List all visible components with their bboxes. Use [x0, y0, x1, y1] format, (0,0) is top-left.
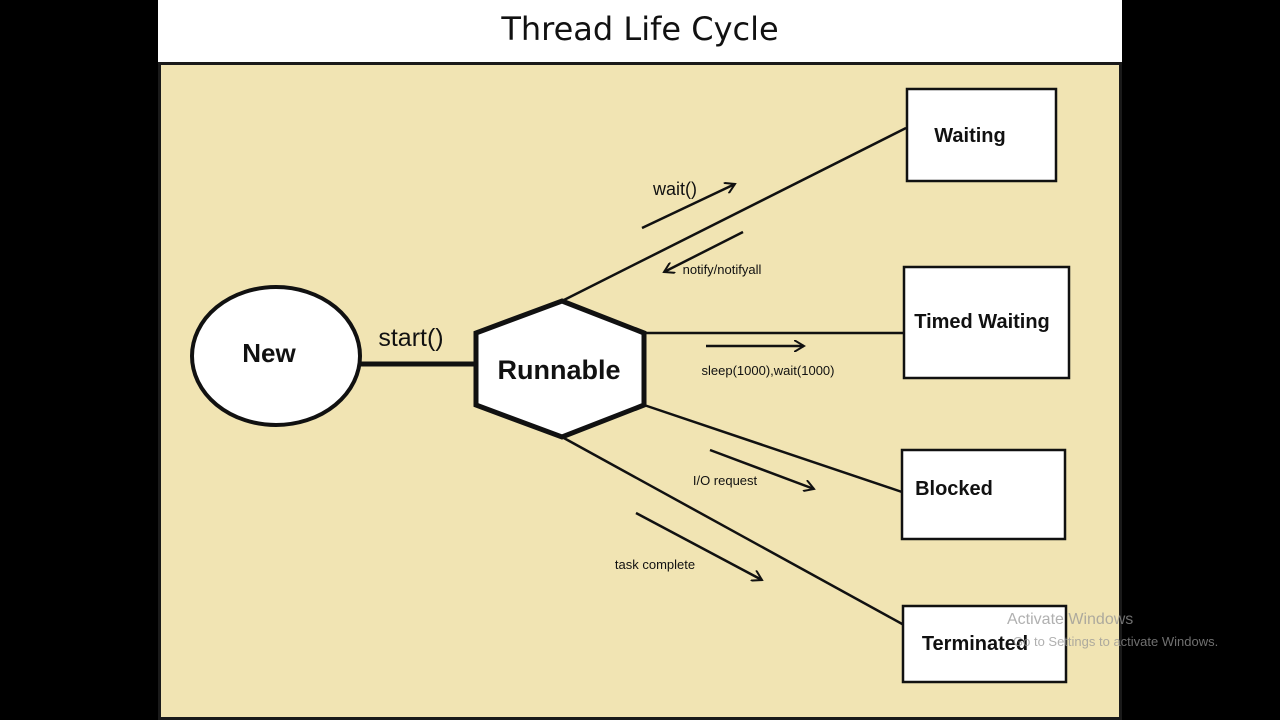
node-runnable-label: Runnable: [497, 355, 620, 385]
node-new-label: New: [242, 338, 296, 368]
edge-label-sleep: sleep(1000),wait(1000): [702, 363, 835, 378]
node-runnable: [473, 298, 647, 440]
node-waiting: [905, 87, 1058, 183]
node-blocked: [900, 448, 1067, 541]
slide-header: Thread Life Cycle: [158, 0, 1122, 62]
watermark-title: Activate Windows: [1007, 611, 1134, 628]
wait-arrow: [641, 184, 735, 230]
page-title: Thread Life Cycle: [501, 10, 779, 48]
edge-label-complete: task complete: [615, 557, 695, 572]
complete-arrow: [635, 511, 762, 580]
edge-runnable-waiting: [561, 126, 907, 303]
node-waiting-label: Waiting: [934, 125, 1005, 147]
node-terminated: [901, 604, 1068, 684]
node-terminated-label: Terminated: [922, 633, 1028, 655]
node-timed-waiting: [902, 265, 1071, 380]
watermark-subtitle: Go to Settings to activate Windows.: [1013, 634, 1219, 649]
edge-label-io: I/O request: [693, 473, 758, 488]
edge-runnable-blocked: [643, 403, 903, 494]
notify-arrow: [664, 230, 744, 272]
node-new: [190, 285, 362, 427]
edge-label-wait: wait(): [652, 179, 697, 199]
edge-label-notify: notify/notifyall: [683, 262, 762, 277]
node-blocked-label: Blocked: [915, 478, 993, 500]
io-arrow: [709, 448, 814, 489]
edge-runnable-terminated: [561, 435, 905, 627]
edge-label-start: start(): [378, 324, 443, 352]
node-timed-waiting-label: Timed Waiting: [914, 311, 1050, 333]
